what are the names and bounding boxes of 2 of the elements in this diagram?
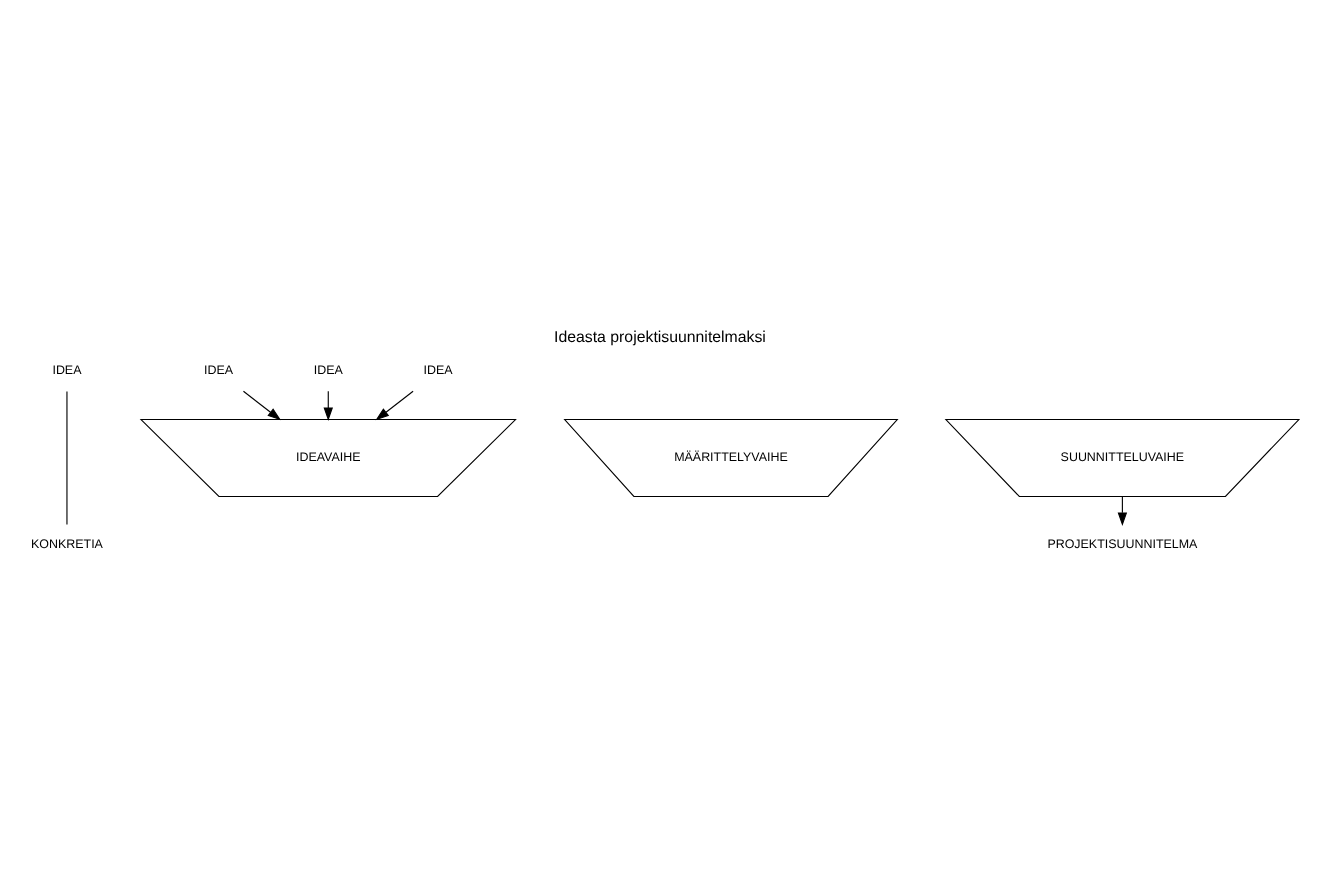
- arrow: [242, 390, 282, 421]
- arrow: [375, 390, 414, 421]
